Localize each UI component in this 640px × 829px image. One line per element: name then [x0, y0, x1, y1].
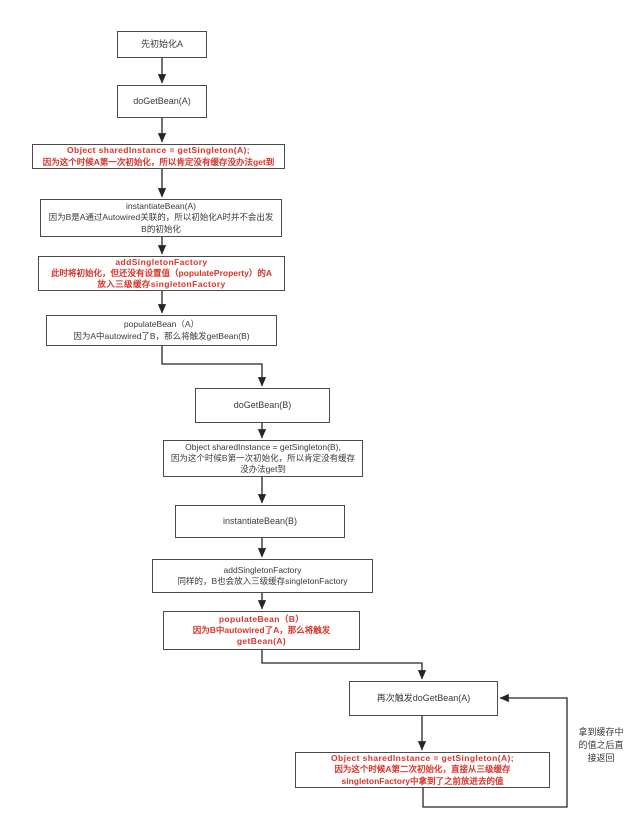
node-text-line: instantiateBean(A) — [126, 201, 196, 212]
node-text-line: instantiateBean(B) — [222, 515, 298, 526]
node-text-line: 先初始化A — [140, 38, 183, 49]
loop-getsingleton-a-second-back-to-dogetbean-a-again — [422, 693, 568, 808]
node-text-line: 再次触发doGetBean(A) — [376, 692, 471, 703]
flow-node-populate-b: populateBean（B） 因为B中autowired了A，那么将触发 ge… — [163, 611, 360, 650]
node-text-line: 同样的，B也会放入三级缓存singletonFactory — [177, 576, 348, 586]
node-text-line: 因为B是A通过Autowired关联的，所以初始化A时并不会出发 — [48, 212, 274, 223]
node-text-line: 没办法get到 — [240, 464, 286, 475]
flow-node-addsingletonfactory-b: addSingletonFactory 同样的，B也会放入三级缓存singlet… — [152, 559, 373, 593]
flow-node-getsingleton-a: Object sharedInstance = getSingleton(A);… — [32, 144, 285, 169]
node-text-line: addSingletonFactory — [115, 256, 208, 267]
node-text-line: doGetBean(A) — [133, 95, 191, 106]
node-text-line: Object sharedInstance = getSingleton(A); — [67, 145, 250, 156]
node-text-line: Object sharedInstance = getSingleton(A); — [331, 753, 514, 764]
node-text-line: B的初始化 — [141, 223, 181, 234]
flow-node-getsingleton-b: Object sharedInstance = getSingleton(B),… — [163, 440, 363, 477]
node-text-line: 因为A中autowired了B，那么将触发getBean(B) — [73, 330, 250, 341]
node-text-line: 放入三级缓存singletonFactory — [97, 279, 226, 290]
node-text-line: Object sharedInstance = getSingleton(B), — [185, 441, 341, 452]
node-text-line: populateBean（A） — [123, 319, 200, 330]
side-note-line: 拿到缓存中 — [578, 727, 624, 737]
side-note-return-from-cache: 拿到缓存中 的值之后直 接返回 — [576, 726, 626, 765]
node-text-line: 因为这个时候A第二次初始化，直接从三级缓存 — [334, 764, 511, 775]
node-text-line: doGetBean(B) — [233, 399, 292, 410]
flow-node-dogetbean-a-again: 再次触发doGetBean(A) — [349, 681, 498, 716]
connector-populate-b-to-dogetbean-a-again — [261, 650, 427, 680]
flow-node-instantiate-b: instantiateBean(B) — [175, 505, 345, 538]
flow-node-addsingletonfactory-a: addSingletonFactory 此时将初始化，但还没有设置值（popul… — [38, 256, 285, 291]
flow-node-populate-a: populateBean（A） 因为A中autowired了B，那么将触发get… — [46, 315, 277, 346]
node-text-line: 因为B中autowired了A，那么将触发 — [192, 624, 331, 635]
flow-node-dogetbean-b: doGetBean(B) — [195, 388, 330, 423]
flow-node-instantiate-a: instantiateBean(A) 因为B是A通过Autowired关联的，所… — [40, 199, 282, 237]
flow-node-init-a: 先初始化A — [117, 31, 207, 58]
side-note-line: 的值之后直 — [578, 740, 624, 751]
side-note-line: 接返回 — [587, 753, 615, 764]
node-text-line: addSingletonFactory — [223, 564, 302, 575]
node-text-line: getBean(A) — [236, 636, 287, 647]
node-text-line: populateBean（B） — [218, 613, 305, 624]
node-text-line: 因为这个时候A第一次初始化，所以肯定没有缓存没办法get到 — [42, 156, 275, 167]
connector-populate-a-to-dogetbean-b — [161, 346, 267, 387]
node-text-line: 此时将初始化，但还没有设置值（populateProperty）的A — [50, 267, 272, 278]
flow-node-dogetbean-a: doGetBean(A) — [117, 85, 207, 118]
flow-node-getsingleton-a-second: Object sharedInstance = getSingleton(A);… — [295, 752, 550, 788]
node-text-line: singletonFactory中拿到了之前放进去的值 — [341, 775, 504, 786]
node-text-line: 因为这个时候B第一次初始化，所以肯定没有缓存 — [170, 452, 356, 463]
